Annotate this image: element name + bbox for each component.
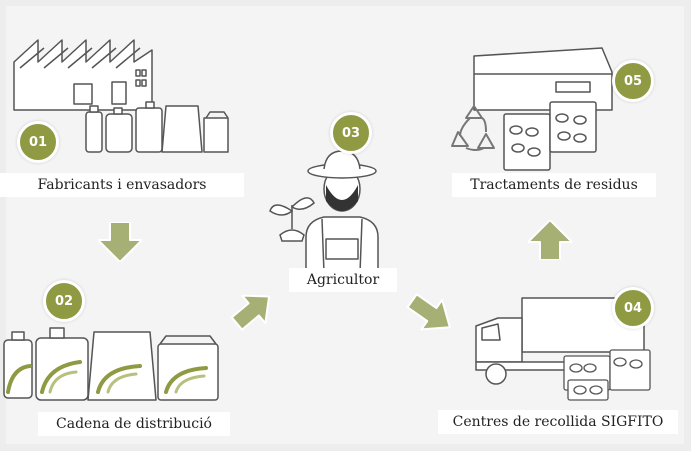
step-number-badge-04: 04 [612,287,654,329]
arrow-2-to-3 [230,294,271,331]
waste-treatment-plant-icon [451,47,613,171]
step-number-badge-05: 05 [612,60,654,102]
arrow-3-to-4 [406,293,451,331]
retail-products-icon [3,327,219,401]
step-number-badge-02: 02 [43,280,85,322]
step-number-badge-01: 01 [17,121,59,163]
step-label-farmer: Agricultor [289,268,397,292]
step-label-distribution: Cadena de distribució [38,412,230,436]
step-label-manufacturers: Fabricants i envasadors [0,173,244,197]
step-number-badge-03: 03 [330,112,372,154]
step-label-collection-centres: Centres de recollida SIGFITO [438,410,678,434]
arrow-down-1-to-2 [98,222,142,262]
farmer-icon [269,150,379,274]
factory-and-containers-icon [13,39,229,153]
arrow-up-4-to-5 [528,220,572,260]
step-label-waste-treatment: Tractaments de residus [452,173,656,197]
